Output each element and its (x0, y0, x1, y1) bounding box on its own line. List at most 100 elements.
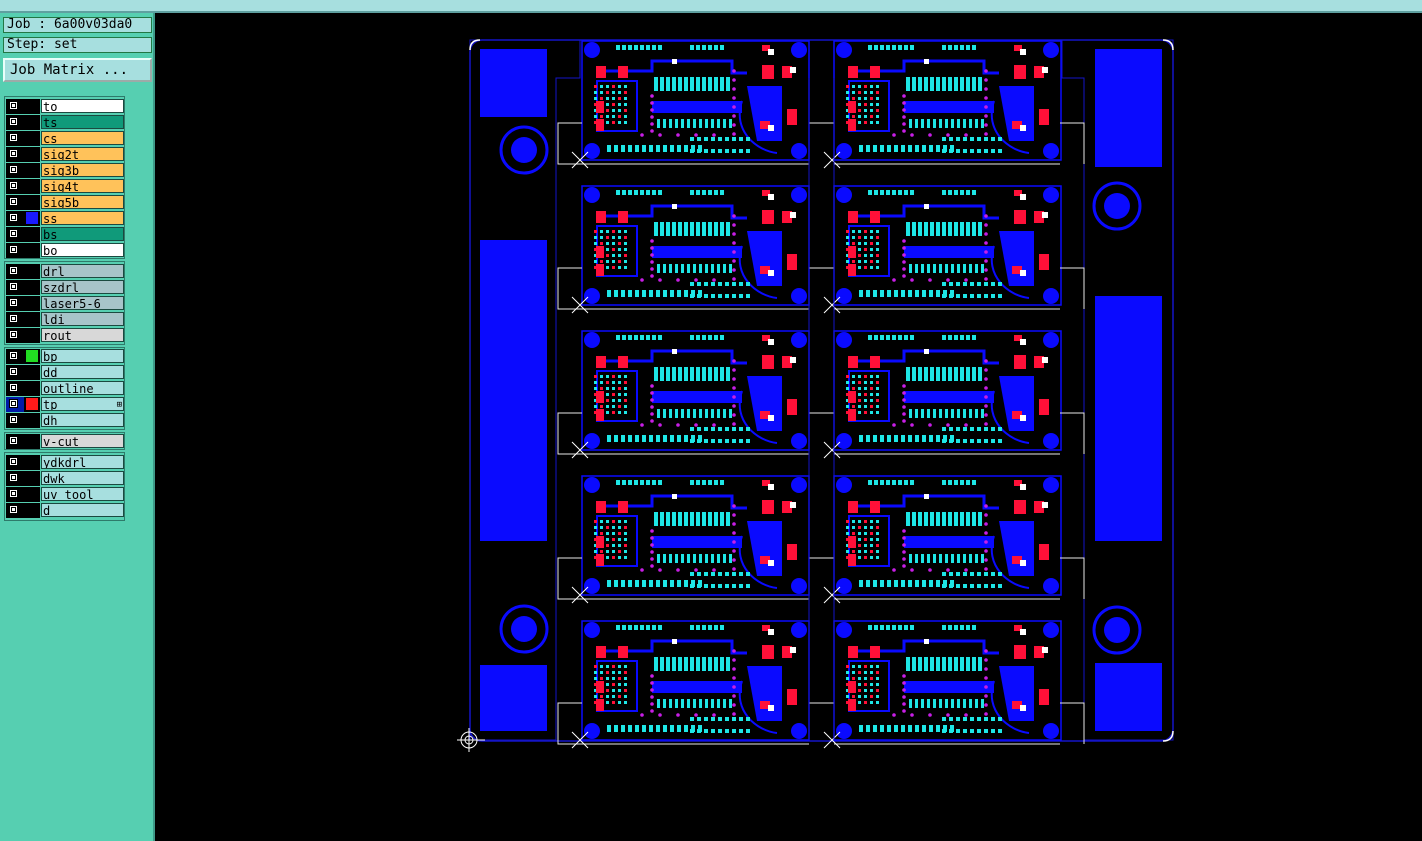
via (910, 133, 914, 137)
layer-row-szdrl[interactable]: szdrl (6, 280, 125, 295)
layer-color-swatch[interactable] (24, 471, 40, 486)
layer-row-d[interactable]: d (6, 503, 125, 518)
bga-ball (618, 665, 621, 668)
smd-pad (646, 625, 650, 630)
layer-row-v-cut[interactable]: v-cut (6, 434, 125, 449)
layer-checkbox[interactable] (9, 282, 18, 291)
layer-color-swatch[interactable] (24, 349, 40, 364)
layer-row-sig5b[interactable]: sig5b (6, 195, 125, 210)
layer-checkbox[interactable] (9, 457, 18, 466)
smd-pad (622, 625, 626, 630)
layer-color-swatch[interactable] (24, 147, 40, 162)
smd-pad (628, 625, 632, 630)
layer-checkbox[interactable] (9, 436, 18, 445)
layer-row-sig2t[interactable]: sig2t (6, 147, 125, 162)
ic-pin (963, 699, 966, 708)
layer-checkbox[interactable] (9, 149, 18, 158)
layer-checkbox[interactable] (9, 101, 18, 110)
layer-color-swatch[interactable] (24, 115, 40, 130)
layer-checkbox[interactable] (9, 489, 18, 498)
layer-checkbox[interactable] (9, 330, 18, 339)
layer-color-swatch[interactable] (24, 328, 40, 343)
bga-ball (624, 266, 627, 269)
layer-color-swatch[interactable] (24, 434, 40, 449)
layer-color-swatch[interactable] (24, 487, 40, 502)
layer-row-rout[interactable]: rout (6, 328, 125, 343)
layer-row-sig3b[interactable]: sig3b (6, 163, 125, 178)
layer-color-swatch[interactable] (24, 243, 40, 258)
layer-color-swatch[interactable] (24, 179, 40, 194)
layer-row-ts[interactable]: ts (6, 115, 125, 130)
layer-color-swatch[interactable] (24, 280, 40, 295)
layer-checkbox[interactable] (9, 351, 18, 360)
layer-checkbox[interactable] (9, 473, 18, 482)
layer-color-swatch[interactable] (24, 312, 40, 327)
layer-row-laser5-6[interactable]: laser5-6 (6, 296, 125, 311)
smd-pad (915, 145, 919, 152)
layer-row-sig4t[interactable]: sig4t (6, 179, 125, 194)
layer-checkbox[interactable] (9, 399, 18, 408)
layer-checkbox[interactable] (9, 133, 18, 142)
layer-checkbox[interactable] (9, 383, 18, 392)
layer-checkbox[interactable] (9, 213, 18, 222)
smd-pad (904, 45, 908, 50)
layer-row-ss[interactable]: ss (6, 211, 125, 226)
bga-ball (618, 260, 621, 263)
ic-pin (687, 119, 690, 128)
mount-pad (1043, 42, 1059, 58)
ic-pin (696, 657, 700, 671)
component-pad (782, 646, 792, 658)
layer-checkbox[interactable] (9, 197, 18, 206)
ic-pin (714, 367, 718, 381)
layer-row-outline[interactable]: outline (6, 381, 125, 396)
layer-checkbox[interactable] (9, 229, 18, 238)
layer-color-swatch[interactable] (24, 264, 40, 279)
bga-ball (612, 381, 615, 384)
smd-pad (698, 145, 702, 152)
layer-row-ydkdrl[interactable]: ydkdrl (6, 455, 125, 470)
layer-row-uv_tool[interactable]: uv_tool (6, 487, 125, 502)
layer-checkbox[interactable] (9, 314, 18, 323)
bga-ball (600, 375, 603, 378)
layer-checkbox[interactable] (9, 117, 18, 126)
layer-color-swatch[interactable] (24, 455, 40, 470)
layer-row-bo[interactable]: bo (6, 243, 125, 258)
layer-color-swatch[interactable] (24, 227, 40, 242)
smd-pad (640, 335, 644, 340)
layer-row-ldi[interactable]: ldi (6, 312, 125, 327)
layer-row-bp[interactable]: bp (6, 349, 125, 364)
job-matrix-button[interactable]: Job Matrix ... (3, 58, 152, 82)
layer-checkbox[interactable] (9, 415, 18, 424)
layer-color-swatch[interactable] (24, 131, 40, 146)
layer-checkbox[interactable] (9, 266, 18, 275)
layer-row-dh[interactable]: dh (6, 413, 125, 428)
layer-color-swatch[interactable] (24, 381, 40, 396)
layer-color-swatch[interactable] (24, 296, 40, 311)
layer-row-to[interactable]: to (6, 99, 125, 114)
layer-row-cs[interactable]: cs (6, 131, 125, 146)
pcb-unit (833, 40, 1062, 161)
layer-color-swatch[interactable] (24, 211, 40, 226)
layer-checkbox[interactable] (9, 181, 18, 190)
component-pad (782, 211, 792, 223)
layer-color-swatch[interactable] (24, 195, 40, 210)
score-x-mark (823, 151, 841, 169)
layer-checkbox[interactable] (9, 505, 18, 514)
layer-row-tp[interactable]: tp⊞ (6, 397, 125, 412)
layer-checkbox[interactable] (9, 298, 18, 307)
layer-checkbox[interactable] (9, 165, 18, 174)
layer-color-swatch[interactable] (24, 99, 40, 114)
layer-color-swatch[interactable] (24, 503, 40, 518)
layer-checkbox[interactable] (9, 245, 18, 254)
layer-color-swatch[interactable] (24, 163, 40, 178)
layer-row-dwk[interactable]: dwk (6, 471, 125, 486)
layer-color-swatch[interactable] (24, 365, 40, 380)
layer-color-swatch[interactable] (24, 413, 40, 428)
layer-row-drl[interactable]: drl (6, 264, 125, 279)
graphic-canvas[interactable] (157, 13, 1422, 841)
smd-pad (859, 145, 863, 152)
layer-color-swatch[interactable] (24, 397, 40, 412)
layer-checkbox[interactable] (9, 367, 18, 376)
layer-row-dd[interactable]: dd (6, 365, 125, 380)
layer-row-bs[interactable]: bs (6, 227, 125, 242)
